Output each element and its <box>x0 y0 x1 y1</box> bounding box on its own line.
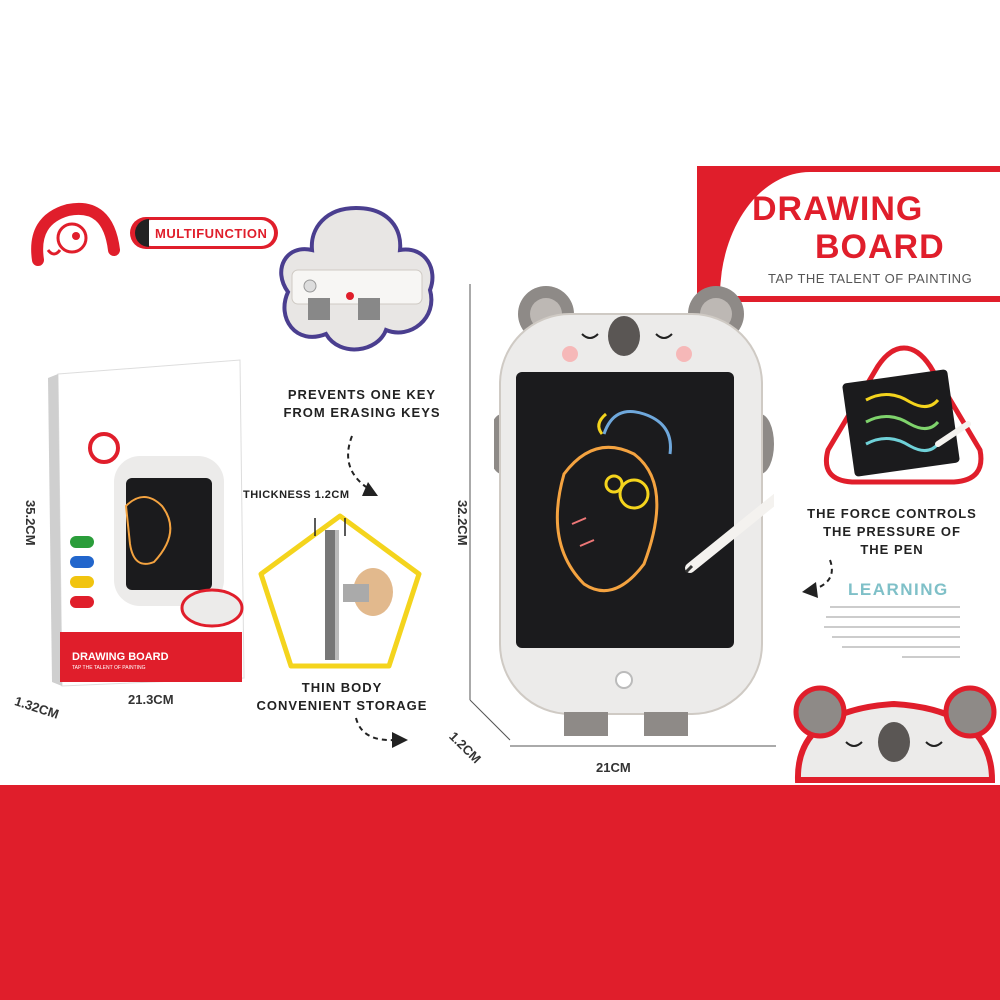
learning-title: LEARNING <box>848 580 949 599</box>
brand-logo-icon <box>31 202 120 266</box>
curved-arrow-icon-2 <box>355 717 408 748</box>
package-box <box>48 359 245 687</box>
pressure-caption: THE FORCE CONTROLS THE PRESSURE OF THE P… <box>807 506 977 557</box>
box-height-dimension: 35.2CM <box>23 500 38 546</box>
thin-body-caption: THIN BODY CONVENIENT STORAGE <box>256 680 428 713</box>
koala-drawing-board <box>494 286 774 736</box>
header-tagline: TAP THE TALENT OF PAINTING <box>768 271 973 286</box>
board-width-dimension: 21CM <box>596 760 631 775</box>
thickness-label: THICKNESS 1.2CM <box>243 489 350 501</box>
koala-head-icon <box>793 685 997 783</box>
thickness-thumbnail <box>258 513 422 669</box>
multifunction-badge <box>138 220 274 246</box>
box-title: DRAWING BOARD <box>72 651 169 663</box>
header-title-line2: BOARD <box>815 228 945 266</box>
curved-arrow-icon-3 <box>802 559 833 598</box>
box-width-dimension: 21.3CM <box>128 692 174 707</box>
header-banner-inner <box>720 172 1000 296</box>
pressure-thumbnail <box>824 345 984 485</box>
board-height-dimension: 32.2CM <box>455 500 470 546</box>
badge-cap <box>135 219 149 247</box>
bottom-red-band <box>0 785 1000 1000</box>
multifunction-label: MULTIFUNCTION <box>155 226 268 241</box>
erase-lock-caption: PREVENTS ONE KEY FROM ERASING KEYS <box>283 387 441 420</box>
learning-text-lines <box>824 606 960 658</box>
erase-lock-thumbnail <box>279 205 435 352</box>
box-depth-dimension: 1.32CM <box>12 693 61 722</box>
box-tagline: TAP THE TALENT OF PAINTING <box>72 665 146 671</box>
header-title-line1: DRAWING <box>752 190 924 228</box>
curved-arrow-icon <box>347 435 378 496</box>
board-dimension-lines <box>469 284 776 747</box>
